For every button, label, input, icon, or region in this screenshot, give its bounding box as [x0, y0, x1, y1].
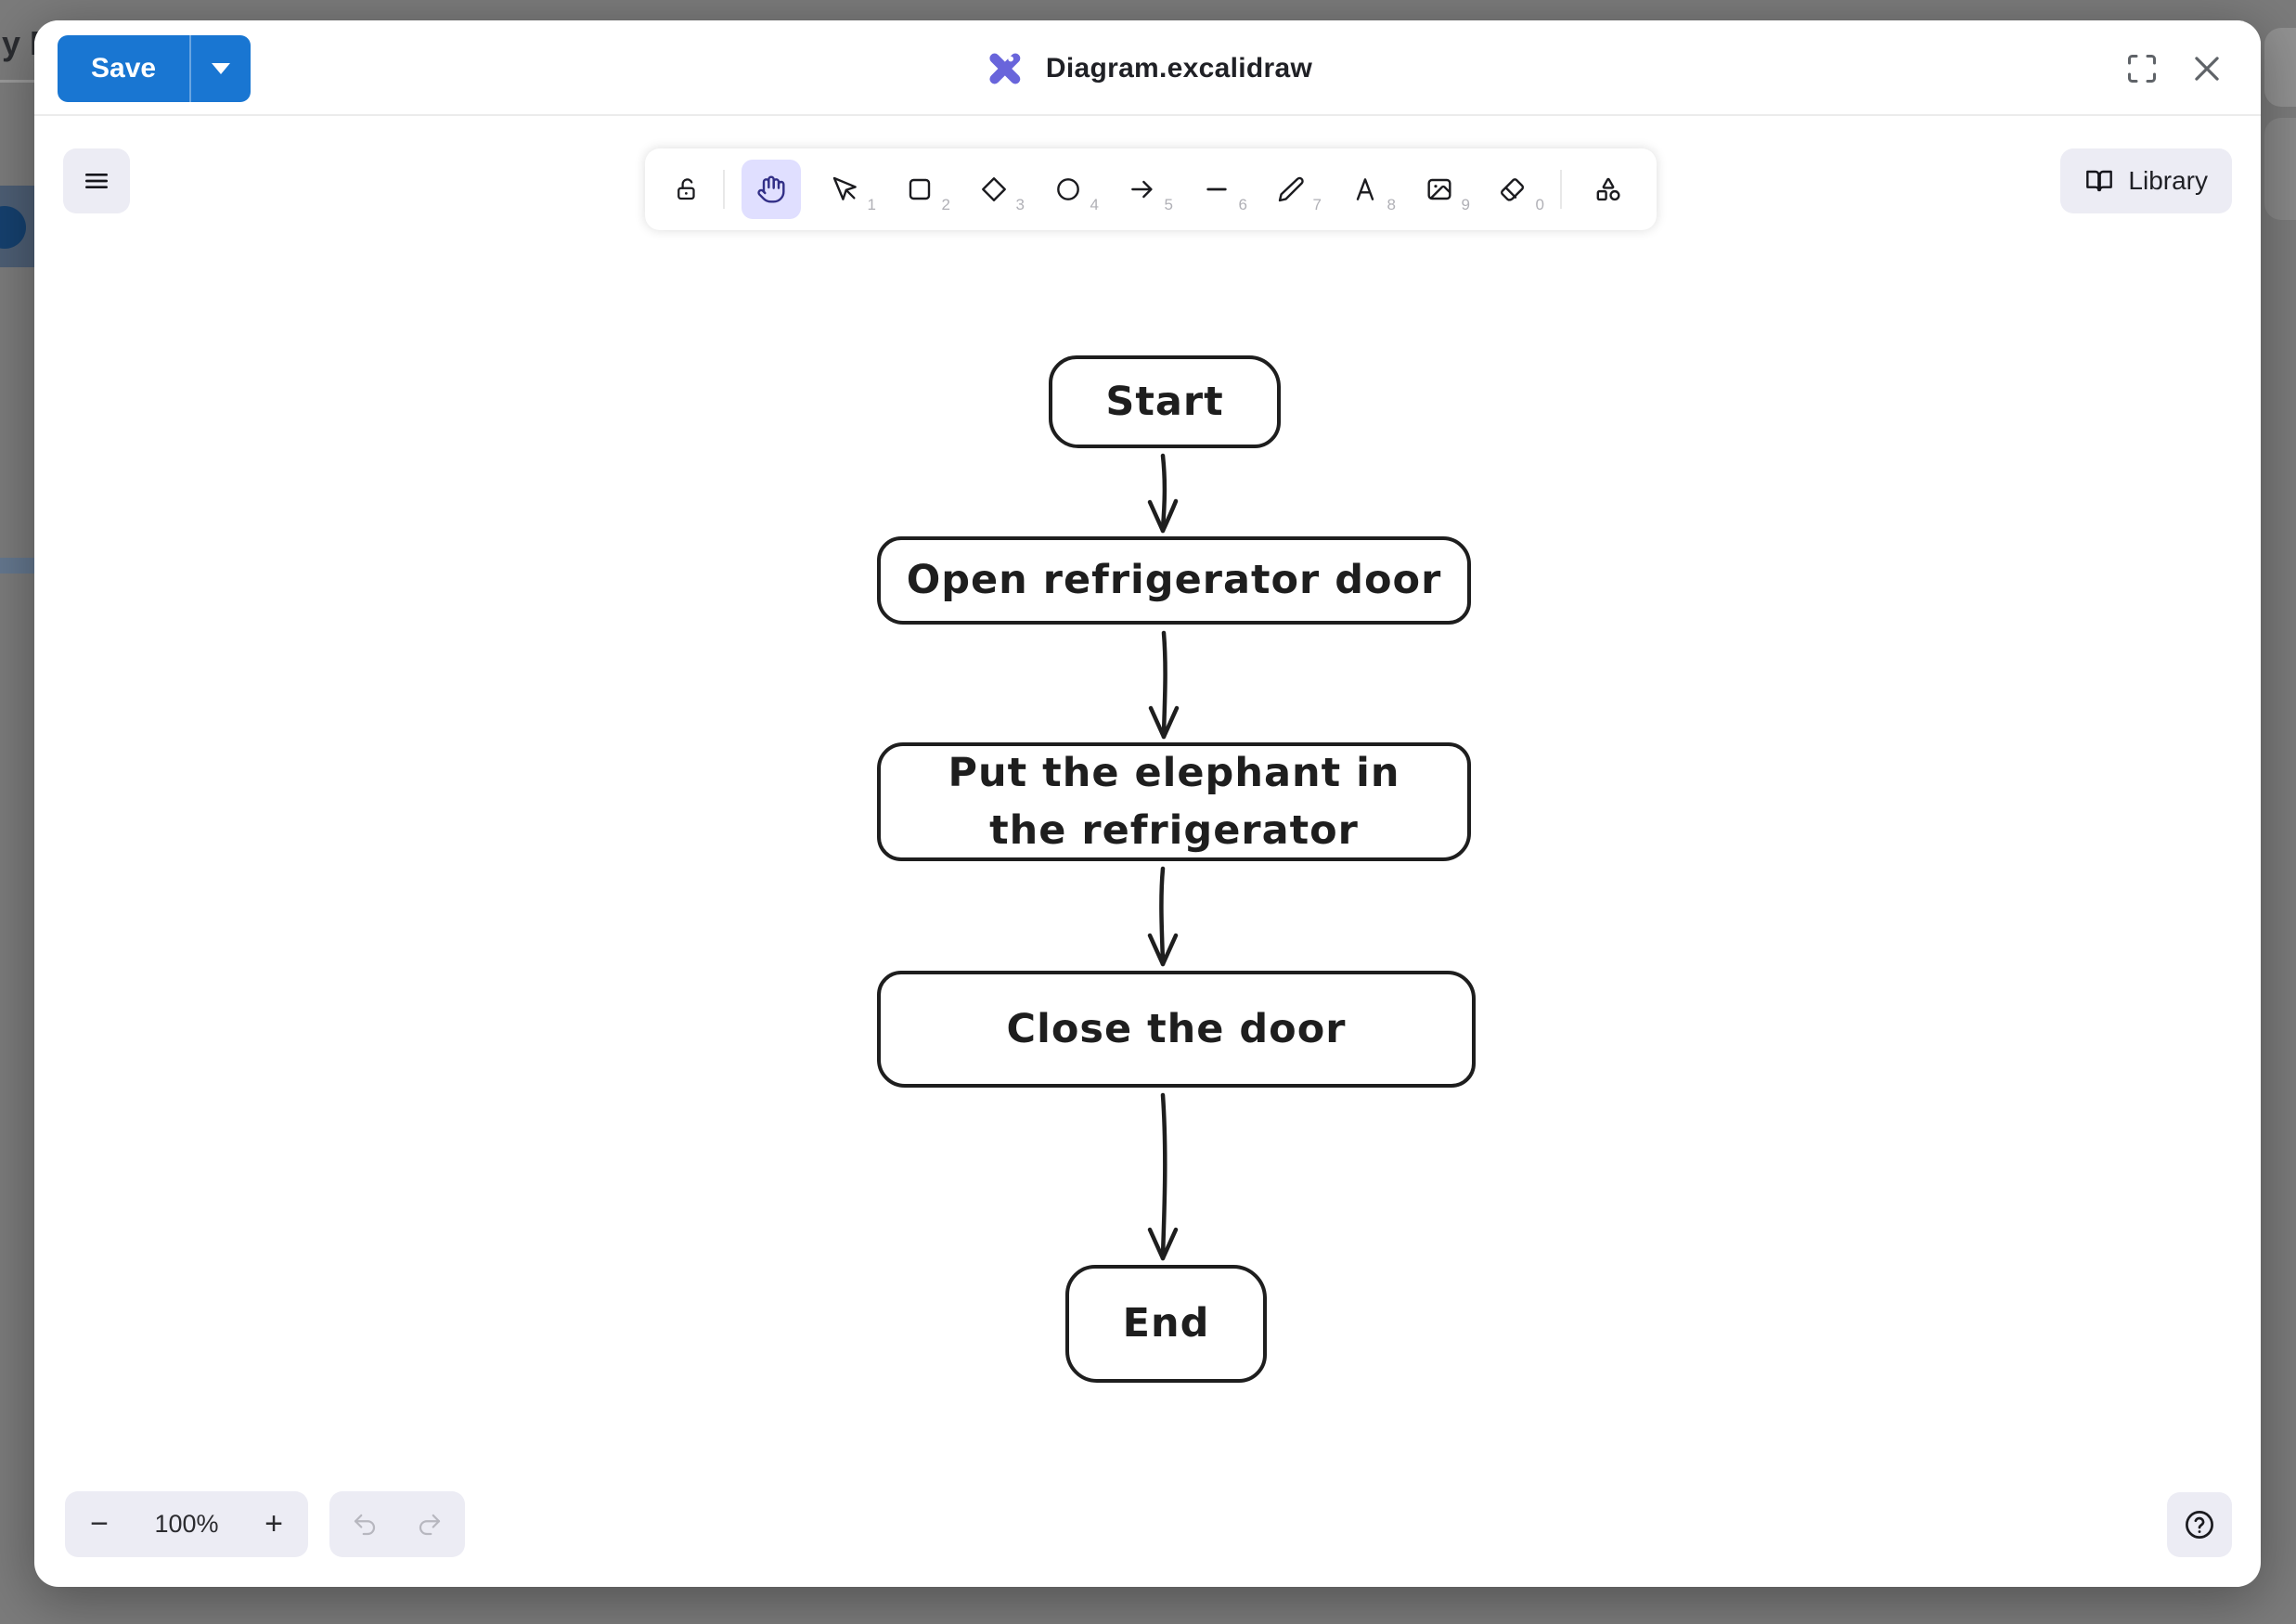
diamond-tool-button[interactable]: 3 [957, 160, 1031, 219]
modal-title: Diagram.excalidraw [1045, 52, 1313, 84]
save-button[interactable]: Save [58, 35, 190, 102]
ellipse-tool-button[interactable]: 4 [1031, 160, 1105, 219]
undo-button[interactable] [335, 1495, 394, 1554]
history-control [329, 1491, 465, 1557]
shapes-tool-button[interactable] [1571, 160, 1645, 219]
arrow-icon [1131, 180, 1153, 199]
flow-node-open-door[interactable]: Open refrigerator door [877, 536, 1471, 625]
text-icon [1356, 178, 1374, 200]
save-options-button[interactable] [189, 35, 252, 102]
fullscreen-button[interactable] [2116, 43, 2168, 95]
zoom-out-button[interactable]: − [65, 1491, 134, 1557]
save-split-button: Save [58, 35, 252, 102]
edge-arrow[interactable] [1147, 1092, 1179, 1261]
rectangle-icon [909, 178, 931, 200]
chevron-down-icon [212, 63, 231, 74]
toolbar-divider [1560, 170, 1562, 209]
edge-arrow[interactable] [1147, 453, 1179, 534]
selection-tool-button[interactable]: 1 [808, 160, 883, 219]
modal-header: Save Diagram.excalidraw [34, 20, 2261, 116]
ellipse-icon [1057, 178, 1079, 200]
backdrop-fragment [2264, 28, 2296, 107]
image-icon [1427, 178, 1451, 200]
book-icon [2086, 170, 2113, 192]
flow-node-end[interactable]: End [1065, 1265, 1267, 1383]
text-tool-button[interactable]: 8 [1328, 160, 1402, 219]
close-icon [2195, 57, 2219, 81]
edge-arrow[interactable] [1147, 866, 1179, 967]
excalidraw-logo-icon [988, 53, 1020, 84]
undo-icon [354, 1514, 376, 1535]
flow-node-put-elephant[interactable]: Put the elephant in the refrigerator [877, 742, 1471, 861]
help-icon [2186, 1511, 2213, 1539]
hand-icon [757, 175, 785, 203]
arrow-tool-button[interactable]: 5 [1105, 160, 1180, 219]
excalidraw-editor-modal: Save Diagram.excalidraw [34, 20, 2261, 1587]
edge-arrow[interactable] [1148, 630, 1180, 740]
hand-tool-button[interactable] [742, 160, 801, 219]
main-menu-button[interactable] [63, 148, 130, 213]
hamburger-menu-icon [85, 174, 108, 188]
eraser-icon [1501, 178, 1525, 201]
help-button[interactable] [2167, 1492, 2232, 1557]
library-label: Library [2128, 166, 2208, 195]
flow-node-close-door[interactable]: Close the door [877, 971, 1476, 1088]
line-icon [1206, 187, 1227, 191]
zoom-in-button[interactable]: + [239, 1491, 308, 1557]
modal-title-group: Diagram.excalidraw [983, 20, 1312, 116]
close-button[interactable] [2181, 43, 2233, 95]
shapes-icon [1596, 177, 1620, 201]
zoom-level[interactable]: 100% [154, 1510, 219, 1538]
backdrop-fragment [0, 558, 34, 574]
redo-icon [419, 1514, 441, 1535]
lock-tool-button[interactable] [660, 160, 714, 219]
rectangle-tool-button[interactable]: 2 [883, 160, 957, 219]
redo-button[interactable] [400, 1495, 459, 1554]
unlock-icon [677, 178, 695, 200]
image-tool-button[interactable]: 9 [1402, 160, 1477, 219]
backdrop-divider [0, 80, 34, 83]
line-tool-button[interactable]: 6 [1180, 160, 1254, 219]
library-button[interactable]: Library [2060, 148, 2232, 213]
pencil-icon [1278, 176, 1304, 202]
fullscreen-icon [2128, 55, 2156, 83]
toolbar-divider [723, 170, 725, 209]
eraser-tool-button[interactable]: 0 [1477, 160, 1551, 219]
flow-node-start[interactable]: Start [1049, 355, 1281, 448]
cursor-icon [832, 176, 857, 200]
zoom-control: − 100% + [65, 1491, 308, 1557]
tool-palette: 1 2 3 4 [645, 148, 1657, 230]
backdrop-fragment [2264, 118, 2296, 220]
draw-tool-button[interactable]: 7 [1254, 160, 1328, 219]
diamond-icon [982, 177, 1006, 201]
